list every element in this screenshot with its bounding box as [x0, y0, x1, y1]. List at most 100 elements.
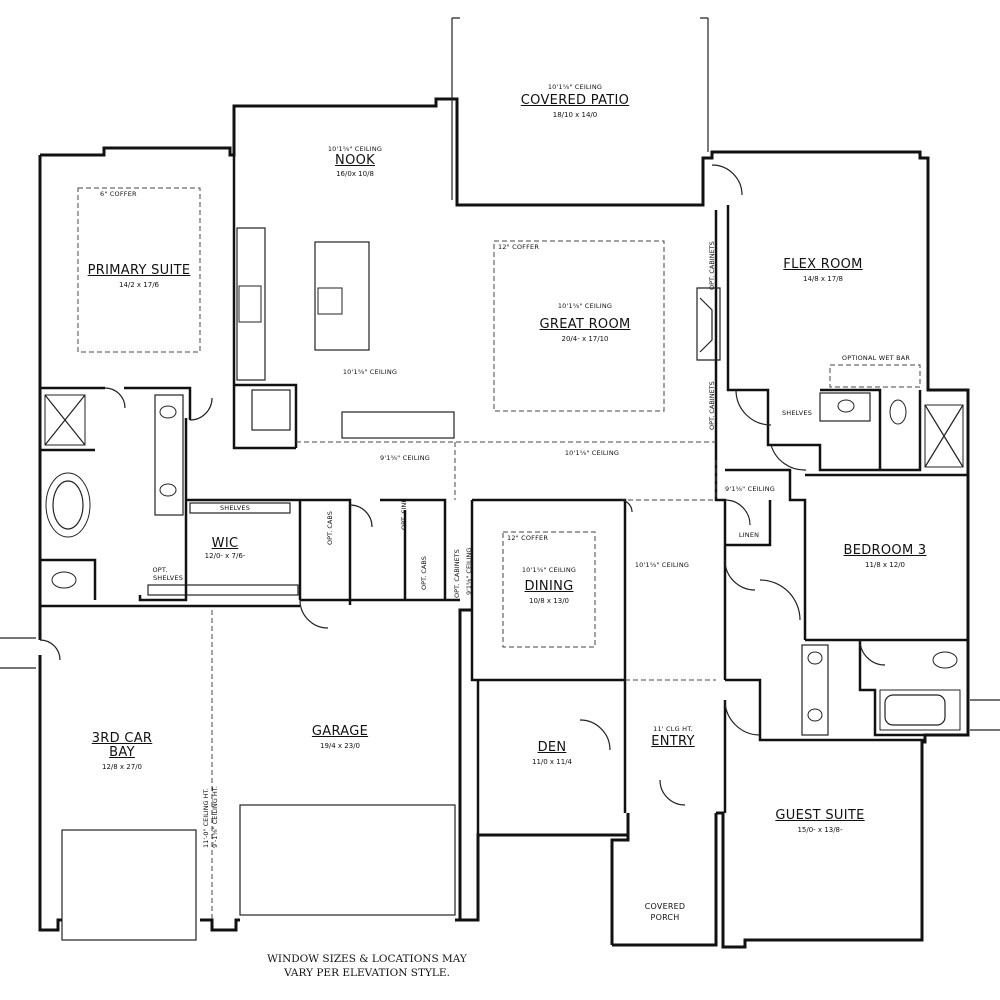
garage-door	[239, 804, 456, 916]
linen-note: LINEN	[738, 531, 760, 539]
exterior-wall-den-garage	[458, 608, 628, 922]
exterior-wall-porch-east	[612, 813, 718, 947]
third-car-dim: 12/8 x 27/0	[101, 763, 143, 771]
opt-cabinets-1: OPT. CABINETS	[708, 241, 716, 290]
great-room-coffer	[493, 240, 665, 412]
dining-coffer-note: 12" COFFER	[507, 534, 549, 542]
guest-suite-label: GUEST SUITE	[775, 808, 865, 823]
primary-coffer	[77, 187, 201, 353]
third-car-door	[61, 829, 197, 941]
opt-cabinets-dining: OPT. CABINETS	[453, 549, 461, 598]
wic-shelves	[189, 502, 291, 514]
toilet-icon	[932, 651, 958, 669]
shower-x	[924, 404, 964, 468]
opt-cabinets-2: OPT. CABINETS	[708, 381, 716, 430]
shelves-flex: SHELVES	[781, 409, 813, 417]
opt-shelves-2: SHELVES	[152, 574, 184, 582]
entry-label: ENTRY	[651, 734, 695, 749]
wic-dim: 12/0- x 7/6-	[204, 552, 246, 560]
sink-icon	[837, 399, 855, 413]
primary-vanity	[154, 394, 184, 516]
neighbor-stub-west	[0, 637, 36, 669]
dining-ceiling: 10'1⅝" CEILING	[521, 566, 577, 574]
third-car-label-1: 3RD CAR	[91, 731, 153, 746]
garage-ceiling-2: 9'-1⅝" CEILING HT.	[211, 786, 219, 848]
primary-suite-label: PRIMARY SUITE	[87, 263, 191, 278]
flex-room-dim: 14/8 x 17/8	[802, 275, 844, 283]
wic-shelves-south	[147, 584, 299, 596]
dining-coffer	[502, 531, 596, 648]
kitchen-counter-west	[236, 227, 266, 381]
hall-ceiling-west: 9'1⅝" CEILING	[379, 454, 431, 462]
fireplace	[696, 287, 721, 361]
sink-icon	[807, 651, 823, 665]
guest-tub-inner	[884, 694, 946, 726]
disclaimer-line-2: VARY PER ELEVATION STYLE.	[284, 967, 450, 979]
den-dim: 11/0 x 11/4	[531, 758, 573, 766]
door-swings	[39, 164, 886, 806]
sink-icon	[159, 483, 177, 497]
range	[238, 285, 262, 323]
entry-ceiling: 11' CLG HT.	[653, 725, 693, 733]
opt-sink: OPT. SINK	[400, 498, 408, 530]
flex-vanity	[819, 392, 871, 422]
great-room-coffer-note: 12" COFFER	[498, 243, 540, 251]
flex-room-label: FLEX ROOM	[783, 257, 863, 272]
opt-cabs: OPT. CABS	[326, 511, 334, 545]
guest-suite-dim: 15/0- x 13/8-	[797, 826, 843, 834]
covered-patio-dim: 18/10 x 14/0	[552, 111, 598, 119]
foyer-ceiling: 10'1⅝" CEILING	[634, 561, 690, 569]
dining-label: DINING	[524, 579, 574, 594]
dining-ceiling-side: 9'1⅝" CEILING	[465, 547, 473, 595]
hall-dashed-lines	[296, 441, 717, 681]
garage-dim: 19/4 x 23/0	[319, 742, 361, 750]
sink-icon	[807, 708, 823, 722]
kitchen-ceiling: 10'1⅝" CEILING	[342, 368, 398, 376]
garage-label: GARAGE	[311, 724, 369, 739]
toilet-icon	[889, 399, 907, 425]
wet-bar	[829, 364, 921, 388]
third-car-label-2: BAY	[109, 745, 135, 760]
primary-coffer-note: 6" COFFER	[100, 190, 137, 198]
guest-tub	[879, 689, 961, 731]
opt-cabs-2: OPT. CABS	[420, 556, 428, 590]
nook-ceiling: 10'1⅝" CEILING	[327, 145, 383, 153]
nook-dim: 16/0x 10/8	[336, 170, 374, 178]
elevation-disclaimer: WINDOW SIZES & LOCATIONS MAY VARY PER EL…	[252, 952, 482, 980]
pantry	[251, 389, 291, 431]
nook-label: NOOK	[335, 153, 375, 168]
shower-x	[44, 394, 86, 446]
neighbor-stub-east	[970, 699, 1000, 731]
bathtub-inner	[52, 480, 84, 530]
wet-bar-note: OPTIONAL WET BAR	[841, 354, 911, 362]
hall-ceiling-east: 9'1⅝" CEILING	[724, 485, 776, 493]
kitchen-sink	[317, 287, 343, 315]
wic-label: WIC	[211, 536, 239, 551]
covered-porch-1: COVERED	[644, 902, 686, 911]
toilet-icon	[51, 571, 77, 589]
den-label: DEN	[537, 740, 567, 755]
kitchen-counter-south	[341, 411, 455, 439]
garage-ceiling-1: 11'-0" CEILING HT.	[202, 788, 210, 848]
kitchen-island	[314, 241, 370, 351]
covered-patio-label: COVERED PATIO	[520, 93, 630, 108]
bedroom3-dim: 11/8 x 12/0	[864, 561, 906, 569]
covered-porch-2: PORCH	[650, 913, 680, 922]
hall-ceiling-center: 10'1⅝" CEILING	[564, 449, 620, 457]
shelves-wic: SHELVES	[219, 504, 251, 512]
great-room-dim: 20/4- x 17/10	[561, 335, 609, 343]
great-room-ceiling: 10'1⅝" CEILING	[557, 302, 613, 310]
exterior-wall-west	[38, 155, 460, 932]
disclaimer-line-1: WINDOW SIZES & LOCATIONS MAY	[267, 953, 467, 965]
guest-vanity	[801, 644, 829, 736]
dining-dim: 10/8 x 13/0	[528, 597, 570, 605]
great-room-label: GREAT ROOM	[539, 317, 631, 332]
opt-shelves-1: OPT.	[152, 566, 168, 574]
exterior-wall-porch	[610, 813, 630, 945]
primary-suite-dim: 14/2 x 17/6	[118, 281, 160, 289]
patio-outline	[451, 17, 709, 200]
sink-icon	[159, 405, 177, 419]
patio-ceiling: 10'1⅝" CEILING	[547, 83, 603, 91]
interior-walls	[40, 155, 968, 835]
